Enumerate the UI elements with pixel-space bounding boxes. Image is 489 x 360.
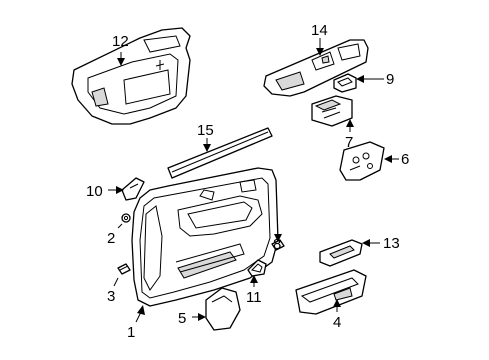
part-14-switch-bezel (263, 39, 369, 97)
part-2-clip (121, 213, 131, 223)
part-6-switch-plate (339, 141, 385, 181)
part-4-armrest (295, 269, 367, 315)
callout-15: 15 (197, 122, 214, 139)
callout-14: 14 (311, 22, 328, 39)
part-15-belt-weatherstrip (167, 127, 273, 179)
part-10-bracket (121, 177, 145, 201)
callout-4: 4 (333, 314, 341, 331)
callout-8: 8 (273, 236, 281, 253)
callout-13: 13 (383, 235, 400, 252)
callout-10: 10 (86, 183, 103, 200)
callout-7: 7 (345, 134, 353, 151)
part-13-pull-handle-bezel (319, 239, 363, 267)
callout-9: 9 (386, 71, 394, 88)
callout-leaders (108, 38, 399, 323)
callout-5: 5 (178, 310, 186, 327)
part-1-door-trim-panel (131, 167, 279, 307)
part-5-speaker-cover (205, 287, 241, 331)
part-12-door-panel-insert (71, 27, 191, 125)
callout-11: 11 (246, 289, 262, 306)
callout-3: 3 (107, 288, 115, 305)
part-9-small-switch (333, 73, 357, 93)
callout-2: 2 (107, 230, 115, 247)
callout-numbers: 12 14 9 7 15 6 10 2 8 13 3 11 5 4 1 (86, 22, 409, 341)
callout-12: 12 (112, 33, 129, 50)
part-8-clip (271, 239, 285, 251)
part-11-handle-bezel (247, 259, 267, 277)
part-7-window-switch (311, 95, 353, 127)
callout-1: 1 (127, 324, 135, 341)
callout-6: 6 (401, 151, 409, 168)
part-3-screw (117, 263, 131, 275)
